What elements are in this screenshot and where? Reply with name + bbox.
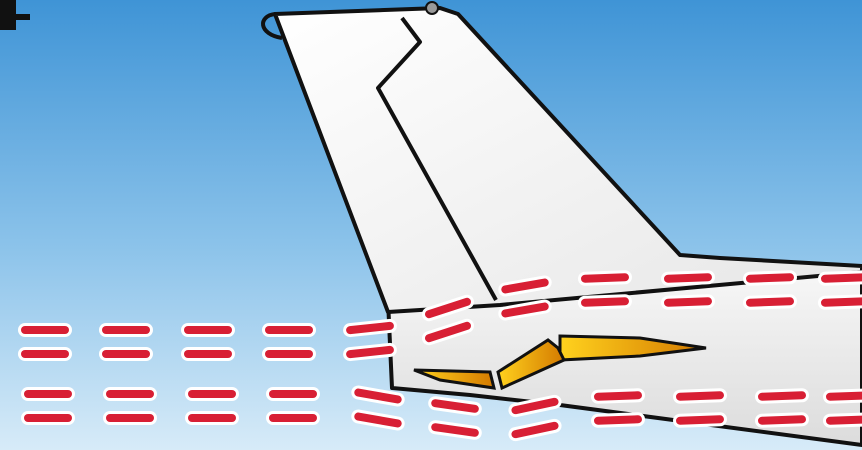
airflow-streamline-icon — [661, 270, 715, 286]
airflow-streamline-icon — [823, 388, 862, 404]
airflow-streamline-icon — [591, 412, 645, 428]
airflow-streamline-icon — [743, 294, 797, 310]
airflow-streamline-icon — [421, 294, 475, 322]
airflow-streamline-icon — [508, 418, 562, 442]
airflow-streamline-icon — [351, 409, 405, 431]
airflow-streamline-icon — [818, 270, 862, 286]
airflow-streamline-icon — [578, 294, 632, 310]
airflow-streamline-icon — [343, 342, 397, 362]
airflow-streamline-icon — [578, 270, 632, 286]
fin-top-bump — [425, 1, 439, 15]
airflow-streamline-icon — [421, 318, 475, 346]
fin-tip-cap — [261, 12, 283, 40]
airflow-streamline-icon — [755, 388, 809, 404]
top-left-bar-stub — [0, 14, 30, 20]
airflow-streamline-icon — [343, 318, 397, 338]
airflow-streamline-icon — [818, 294, 862, 310]
rudder-hinge-line — [376, 16, 498, 301]
airflow-streamline-icon — [351, 385, 405, 407]
elevator-surface-icon — [496, 338, 567, 391]
elevator-tab — [413, 368, 496, 390]
airflow-streamline-icon — [428, 420, 482, 440]
airflow-streamline-icon — [755, 412, 809, 428]
airflow-streamline-icon — [661, 294, 715, 310]
airflow-streamline-icon — [508, 394, 562, 418]
airflow-streamline-icon — [743, 270, 797, 286]
airflow-streamline-icon — [823, 412, 862, 428]
airflow-streamline-icon — [673, 412, 727, 428]
airflow-streamline-icon — [591, 388, 645, 404]
airflow-streamline-icon — [428, 396, 482, 416]
airflow-streamlines — [18, 270, 862, 442]
airflow-streamline-icon — [498, 299, 552, 321]
airflow-streamline-icon — [673, 388, 727, 404]
airflow-streamline-icon — [498, 275, 552, 297]
